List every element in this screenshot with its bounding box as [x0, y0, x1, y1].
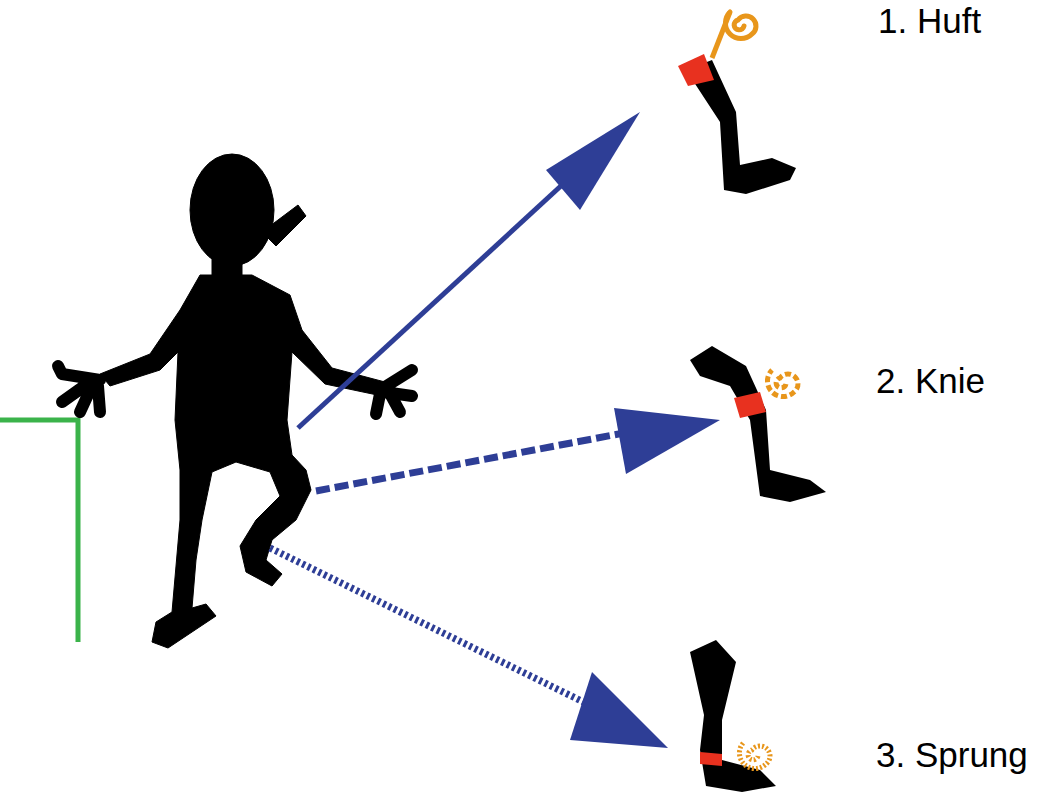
arrows: [270, 112, 720, 748]
part-label: 1. Huft: [878, 2, 981, 41]
leg-ankle: [690, 640, 776, 792]
part-label: 3. Sprung: [876, 736, 1028, 775]
leg-knee: [690, 346, 826, 502]
figure-silhouette: [100, 154, 385, 648]
rail: [0, 420, 78, 642]
leg-hip: [678, 12, 796, 194]
part-label: 2. Knie: [876, 362, 985, 401]
